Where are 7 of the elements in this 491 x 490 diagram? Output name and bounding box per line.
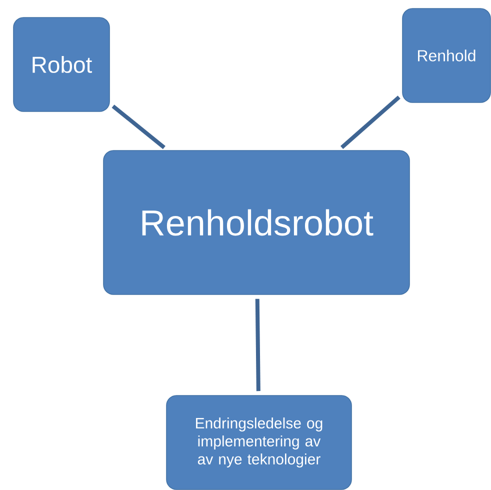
connector-line	[255, 298, 260, 392]
connector-line	[112, 104, 166, 150]
process-box: Renholdsrobot	[103, 150, 410, 295]
connector-line	[340, 96, 400, 149]
process-box: Robot	[13, 17, 110, 112]
process-box: Renhold	[402, 8, 491, 103]
process-box: Endringsledelse og implementering av av nye teknologier	[166, 395, 352, 490]
